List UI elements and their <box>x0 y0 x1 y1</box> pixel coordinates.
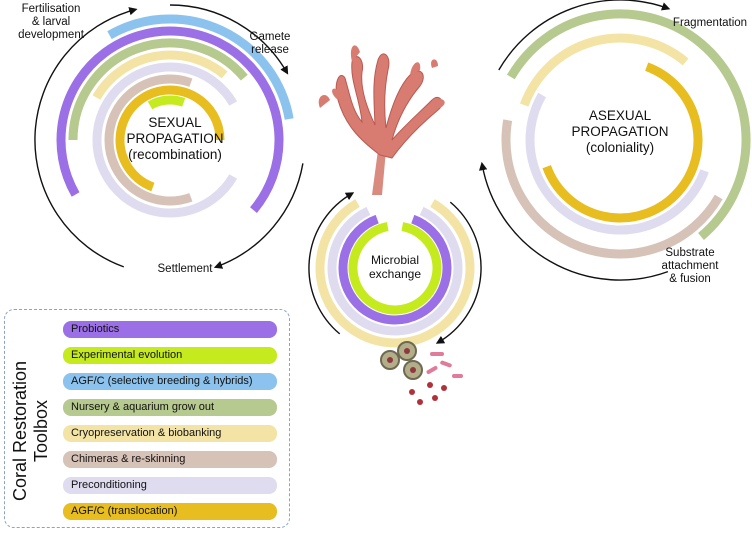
asexual-title-line1: ASEXUAL <box>588 108 652 123</box>
substrate-line2: attachment <box>661 260 719 272</box>
sexual-ring-7 <box>147 95 186 110</box>
asexual-ring-1 <box>501 119 723 259</box>
gamete-line2: release <box>251 44 289 56</box>
cycle-arrows <box>34 0 671 344</box>
toolbox-item: Preconditioning <box>63 477 277 494</box>
toolbox-item: Probiotics <box>63 321 277 338</box>
toolbox-item: AGF/C (selective breeding & hybrids) <box>63 373 277 390</box>
arrow-substrate <box>478 161 669 281</box>
sexual-ring-2 <box>68 38 248 141</box>
microbial-ring-3 <box>348 222 442 315</box>
stage-gamete-release-label: Gamete release <box>240 31 300 57</box>
sexual-ring-4 <box>92 62 238 218</box>
microbial-title-line1: Microbial <box>370 253 419 267</box>
toolbox-item: Nursery & aquarium grow out <box>63 399 277 416</box>
asexual-propagation-rings <box>501 9 751 259</box>
sexual-title-line2: PROPAGATION <box>126 131 224 146</box>
coral-colony-icon <box>318 45 445 195</box>
arrow-microbial-left <box>308 192 355 335</box>
substrate-line1: Substrate <box>665 247 715 259</box>
asexual-title-line2: PROPAGATION <box>571 124 669 139</box>
arrow-fragmentation <box>498 0 671 71</box>
asexual-title-line3: (coloniality) <box>585 140 655 155</box>
toolbox-title-line2: Toolbox <box>31 399 51 463</box>
toolbox-title: Coral Restoration Toolbox <box>10 341 52 521</box>
toolbox-title-line1: Coral Restoration <box>10 360 30 502</box>
toolbox-item: AGF/C (translocation) <box>63 503 277 520</box>
microbial-ring-2 <box>338 214 452 325</box>
sexual-title-line3: (recombination) <box>128 147 222 162</box>
asexual-ring-0 <box>507 9 751 240</box>
sexual-ring-0 <box>107 14 294 120</box>
toolbox-item: Cryopreservation & biobanking <box>63 425 277 442</box>
toolbox-item: Experimental evolution <box>63 347 277 364</box>
fertilisation-line2: & larval <box>31 16 71 28</box>
sexual-ring-3 <box>92 50 228 100</box>
sexual-title-line1: SEXUAL <box>148 115 202 130</box>
stage-substrate-attachment-label: Substrate attachment & fusion <box>655 247 725 286</box>
asexual-ring-4 <box>542 62 703 223</box>
microbial-ring-0 <box>315 199 475 348</box>
sexual-ring-6 <box>115 85 225 192</box>
stage-fertilisation-label: Fertilisation & larval development <box>6 3 96 42</box>
microbial-ring-1 <box>327 206 463 336</box>
asexual-propagation-title: ASEXUAL PROPAGATION (coloniality) <box>550 108 690 156</box>
microbial-title-line2: exchange <box>368 267 422 281</box>
stage-settlement-label: Settlement <box>157 263 213 275</box>
sexual-propagation-title: SEXUAL PROPAGATION (recombination) <box>100 115 250 163</box>
arrow-gamete <box>169 4 289 75</box>
sexual-propagation-rings <box>56 14 294 218</box>
arrow-microbial-right <box>435 201 482 344</box>
arrow-fertilisation <box>34 7 138 268</box>
microbial-exchange-rings <box>315 199 475 348</box>
asexual-ring-3 <box>525 92 709 235</box>
asexual-ring-2 <box>519 33 689 107</box>
gamete-line1: Gamete <box>249 31 291 43</box>
fertilisation-line3: development <box>18 29 84 41</box>
stage-fragmentation-label: Fragmentation <box>672 17 748 29</box>
sexual-ring-1 <box>56 26 284 213</box>
substrate-line3: & fusion <box>669 273 711 285</box>
microbial-exchange-title: Microbial exchange <box>355 253 435 281</box>
microbes-icon <box>380 341 463 405</box>
toolbox-item: Chimeras & re-skinning <box>63 451 277 468</box>
fertilisation-line1: Fertilisation <box>21 3 81 15</box>
arrow-settlement <box>213 163 304 269</box>
sexual-ring-5 <box>104 74 193 206</box>
